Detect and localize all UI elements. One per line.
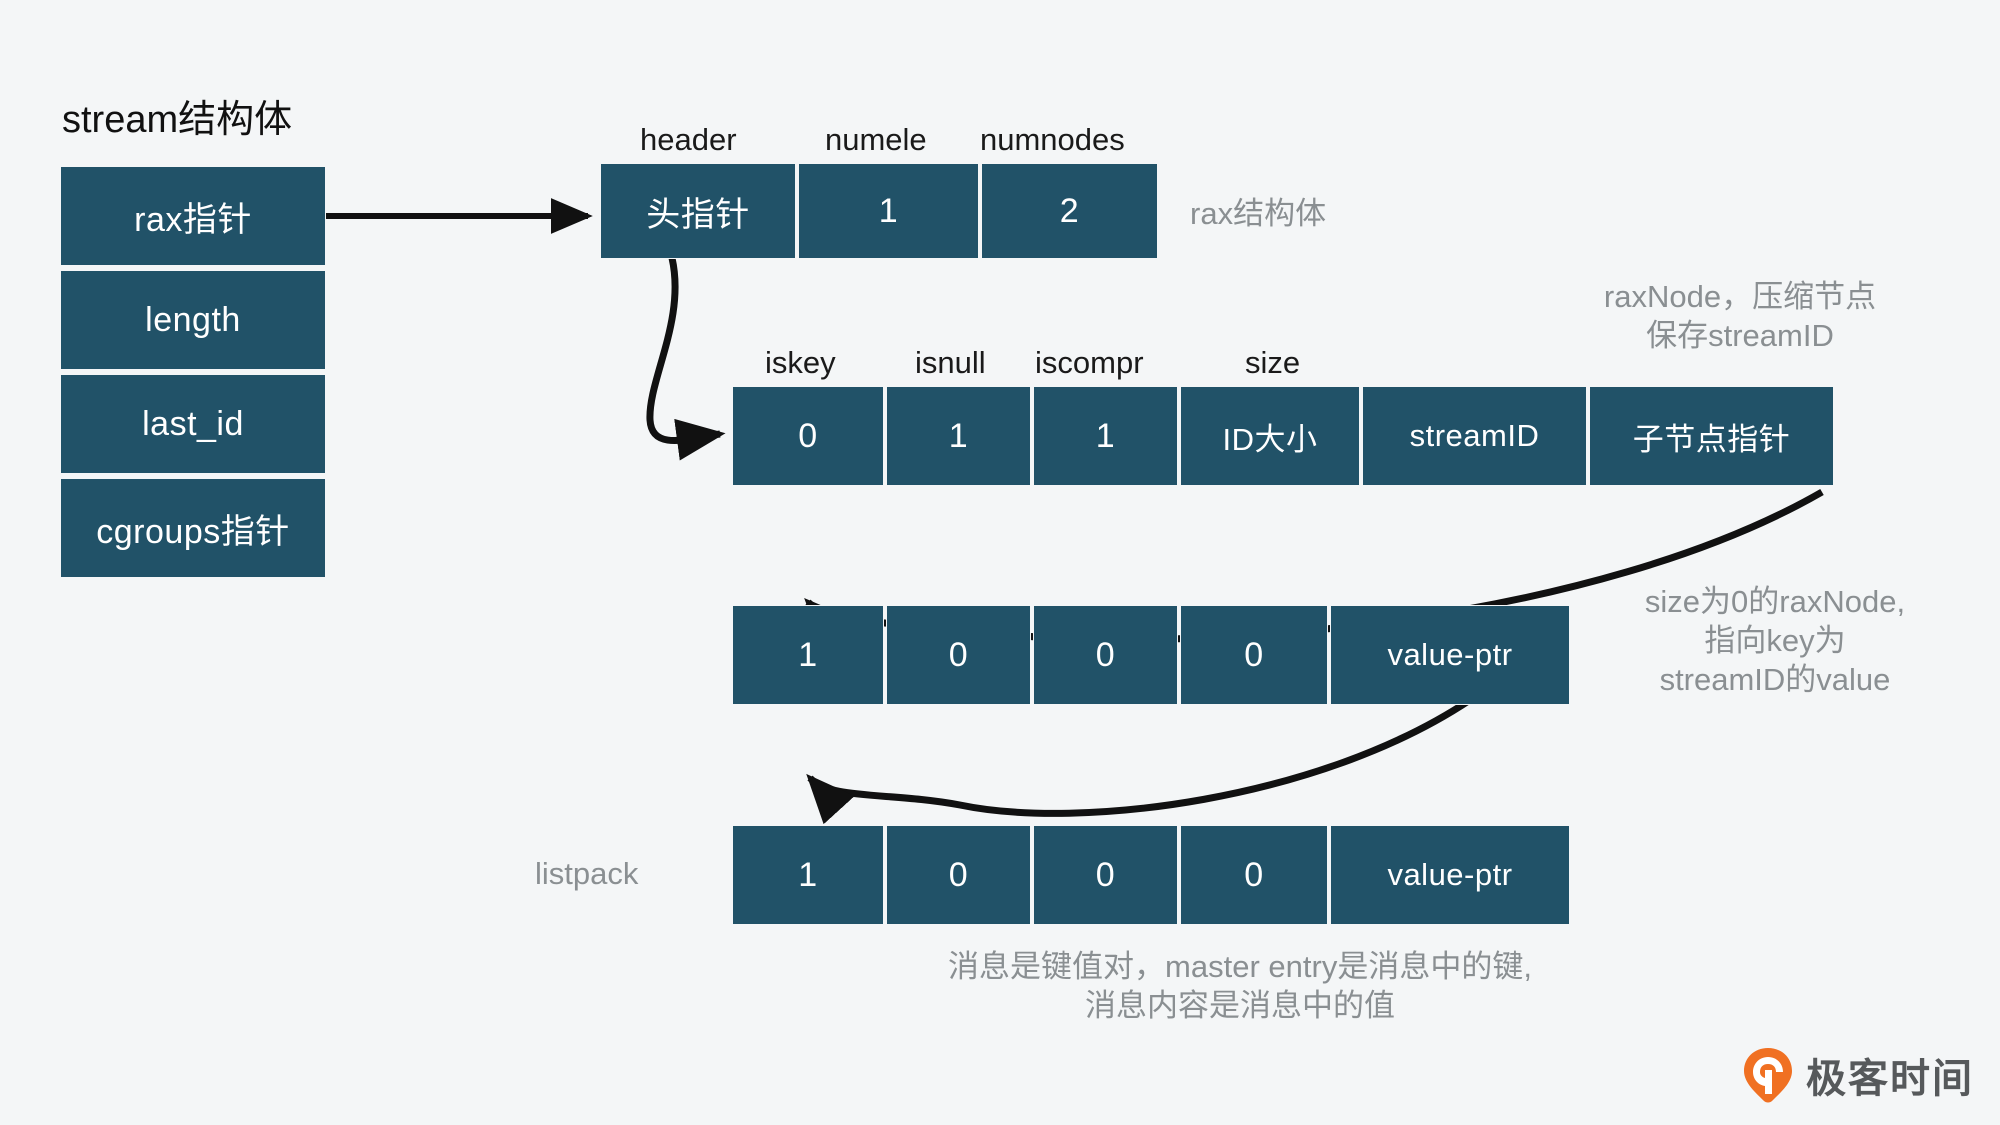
- listpack-caption: 消息是键值对，master entry是消息中的键, 消息内容是消息中的值: [948, 949, 1532, 1023]
- raxnode-cell-size[interactable]: ID大小: [1180, 386, 1360, 486]
- leafnode-cell-size[interactable]: 0: [1180, 605, 1328, 705]
- leafnode-cell-value-ptr[interactable]: value-ptr: [1330, 605, 1570, 705]
- rax-header-label-header: header: [640, 122, 737, 157]
- rax-struct-annotation: rax结构体: [1190, 196, 1327, 231]
- rax-header-label-numnodes: numnodes: [980, 122, 1125, 157]
- leafnode-cell-iscompr[interactable]: 0: [1033, 605, 1178, 705]
- listpack-cell-1[interactable]: 1: [732, 825, 884, 925]
- stream-field-rax-pointer[interactable]: rax指针: [60, 166, 326, 266]
- leafnode-cell-iskey[interactable]: 1: [732, 605, 884, 705]
- listpack-cell-2[interactable]: 0: [886, 825, 1031, 925]
- raxnode-leaf-annotation: size为0的raxNode, 指向key为 streamID的value: [1644, 584, 1906, 697]
- listpack-cell-3[interactable]: 0: [1033, 825, 1178, 925]
- rax-cell-numele[interactable]: 1: [798, 163, 979, 259]
- raxnode-header-label-iscompr: iscompr: [1035, 345, 1144, 380]
- raxnode-cell-iskey[interactable]: 0: [732, 386, 884, 486]
- raxnode-cell-child-pointer[interactable]: 子节点指针: [1589, 386, 1834, 486]
- raxnode-header-label-size: size: [1245, 345, 1301, 380]
- stream-field-last-id[interactable]: last_id: [60, 374, 326, 474]
- stream-field-length[interactable]: length: [60, 270, 326, 370]
- raxnode-cell-streamid[interactable]: streamID: [1362, 386, 1587, 486]
- geekbang-mark-icon: [1742, 1047, 1794, 1103]
- raxnode-cell-iscompr[interactable]: 1: [1033, 386, 1178, 486]
- brand-logo: 极客时间: [1742, 1046, 1974, 1104]
- listpack-label: listpack: [535, 856, 639, 891]
- raxnode-cell-isnull[interactable]: 1: [886, 386, 1031, 486]
- brand-logo-text: 极客时间: [1806, 1057, 1974, 1101]
- stream-field-cgroups-pointer[interactable]: cgroups指针: [60, 478, 326, 578]
- page-title: stream结构体: [62, 99, 293, 141]
- leafnode-cell-isnull[interactable]: 0: [886, 605, 1031, 705]
- arrow-header-to-raxnode: [646, 257, 726, 461]
- arrow-valueptr-to-listpack: [806, 697, 1472, 825]
- raxnode-compressed-annotation: raxNode，压缩节点 保存streamID: [1603, 279, 1877, 353]
- raxnode-header-label-isnull: isnull: [915, 345, 986, 380]
- listpack-cell-value-ptr[interactable]: value-ptr: [1330, 825, 1570, 925]
- raxnode-header-label-iskey: iskey: [765, 345, 836, 380]
- rax-cell-header[interactable]: 头指针: [600, 163, 796, 259]
- rax-header-label-numele: numele: [825, 122, 927, 157]
- rax-cell-numnodes[interactable]: 2: [981, 163, 1158, 259]
- listpack-cell-4[interactable]: 0: [1180, 825, 1328, 925]
